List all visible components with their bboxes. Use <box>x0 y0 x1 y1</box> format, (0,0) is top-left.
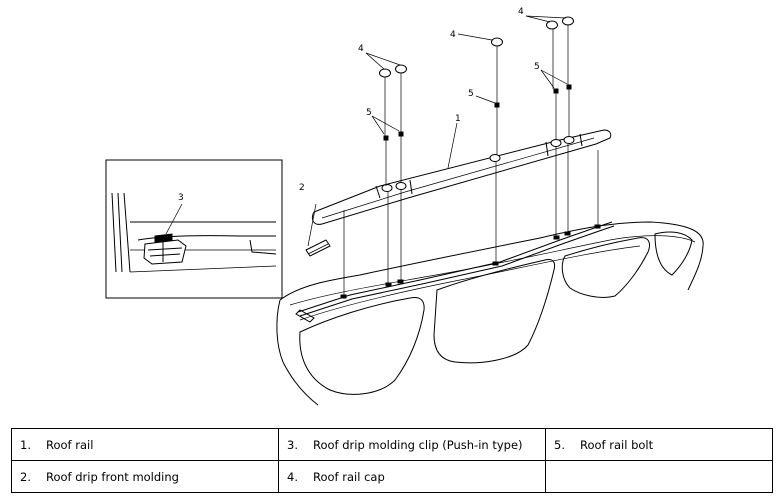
legend-label: Roof rail cap <box>313 469 385 484</box>
legend-label: Roof rail <box>46 437 94 452</box>
legend-label: Roof rail bolt <box>580 437 654 452</box>
callout-5-right: 5 <box>534 62 540 72</box>
legend-table: 1. Roof rail 3. Roof drip molding clip (Pu… <box>11 428 773 493</box>
leader-lines <box>365 15 568 169</box>
roof-rail-caps <box>379 16 574 78</box>
legend-number: 1. <box>20 437 31 452</box>
legend-cell: 1. Roof rail <box>11 428 279 461</box>
callout-5-center: 5 <box>468 89 474 99</box>
callout-4-right: 4 <box>518 7 524 17</box>
legend-number: 2. <box>20 469 31 484</box>
roof-rail-bolts <box>383 84 572 141</box>
legend-label: Roof drip front molding <box>46 469 179 484</box>
roof-drip-front-molding <box>305 203 331 257</box>
callout-1: 1 <box>455 114 461 124</box>
legend-cell: 2. Roof drip front molding <box>11 460 279 493</box>
roof-rail-exploded-diagram: 1 2 3 4 4 4 5 5 5 <box>105 7 704 406</box>
legend-cell-empty <box>545 460 773 493</box>
callout-4-center: 4 <box>450 30 456 40</box>
callout-5-left: 5 <box>366 108 372 118</box>
callout-numbers: 1 2 3 4 4 4 5 5 5 <box>178 7 540 203</box>
legend-cell: 4. Roof rail cap <box>278 460 546 493</box>
callout-4-left: 4 <box>358 44 364 54</box>
detail-inset <box>105 159 283 299</box>
roof-rail <box>311 129 612 225</box>
assembly-lines <box>343 25 599 295</box>
legend-label: Roof drip molding clip (Push-in type) <box>313 437 523 452</box>
vehicle-body <box>276 221 704 406</box>
legend-number: 5. <box>554 437 565 452</box>
legend-number: 4. <box>287 469 298 484</box>
legend-cell: 5. Roof rail bolt <box>545 428 773 461</box>
legend-number: 3. <box>287 437 298 452</box>
callout-3: 3 <box>178 193 184 203</box>
legend-row: 1. Roof rail 3. Roof drip molding clip (Pu… <box>11 428 773 461</box>
legend-cell: 3. Roof drip molding clip (Push-in type) <box>278 428 546 461</box>
legend-row: 2. Roof drip front molding 4. Roof rail ca… <box>11 460 773 493</box>
callout-2: 2 <box>299 183 305 193</box>
